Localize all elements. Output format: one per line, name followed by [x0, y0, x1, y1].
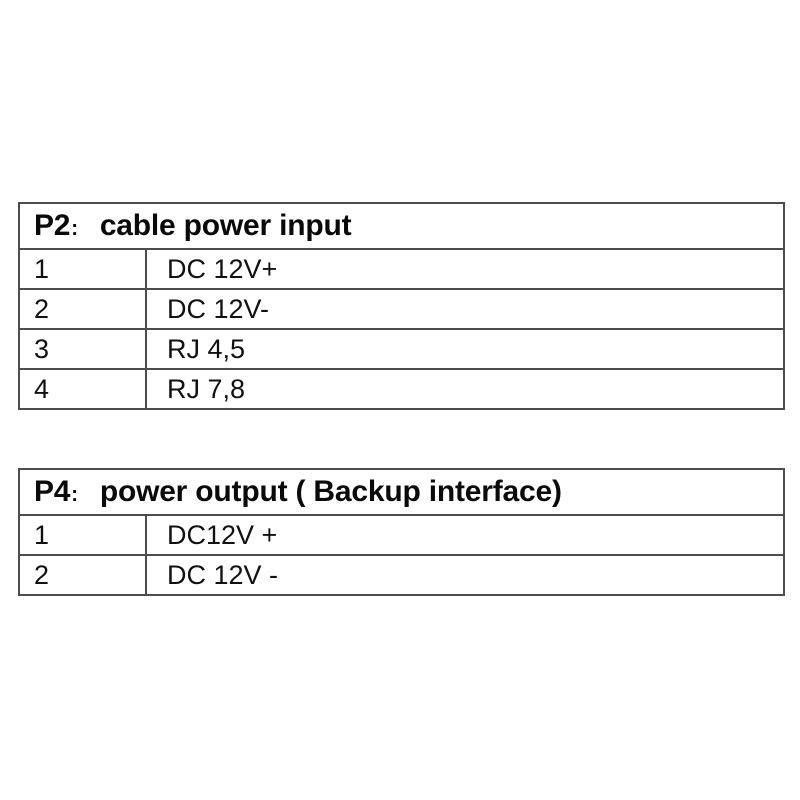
table-row: 2 DC 12V-: [18, 288, 785, 330]
connector-title: cable power input: [99, 209, 352, 242]
pin-signal: DC 12V+: [145, 248, 785, 290]
pin-signal: DC 12V -: [145, 554, 785, 596]
table-row: 4 RJ 7,8: [18, 368, 785, 410]
table-row: 3 RJ 4,5: [18, 328, 785, 370]
pin-signal: DC 12V-: [145, 288, 785, 330]
table-header-cell: P2: cable power input: [18, 202, 785, 250]
pin-number: 2: [18, 554, 147, 596]
pin-number: 3: [18, 328, 147, 370]
table-row: 1 DC12V +: [18, 514, 785, 556]
connector-title: power output ( Backup interface): [99, 475, 562, 508]
connector-code: P2: [34, 209, 71, 242]
header-colon: :: [71, 483, 78, 506]
pin-signal: DC12V +: [145, 514, 785, 556]
table-row: 2 DC 12V -: [18, 554, 785, 596]
pin-number: 4: [18, 368, 147, 410]
header-colon: :: [71, 217, 78, 240]
pinout-table-p2: P2: cable power input 1 DC 12V+ 2 DC 12V-…: [18, 202, 785, 410]
table-header-cell: P4: power output ( Backup interface): [18, 468, 785, 516]
table-header-row: P4: power output ( Backup interface): [18, 468, 785, 516]
connector-code: P4: [34, 475, 71, 508]
pin-signal: RJ 4,5: [145, 328, 785, 370]
pin-signal: RJ 7,8: [145, 368, 785, 410]
pin-number: 1: [18, 514, 147, 556]
table-row: 1 DC 12V+: [18, 248, 785, 290]
pinout-table-p4: P4: power output ( Backup interface) 1 DC…: [18, 468, 785, 596]
table-header-row: P2: cable power input: [18, 202, 785, 250]
pin-number: 1: [18, 248, 147, 290]
pin-number: 2: [18, 288, 147, 330]
